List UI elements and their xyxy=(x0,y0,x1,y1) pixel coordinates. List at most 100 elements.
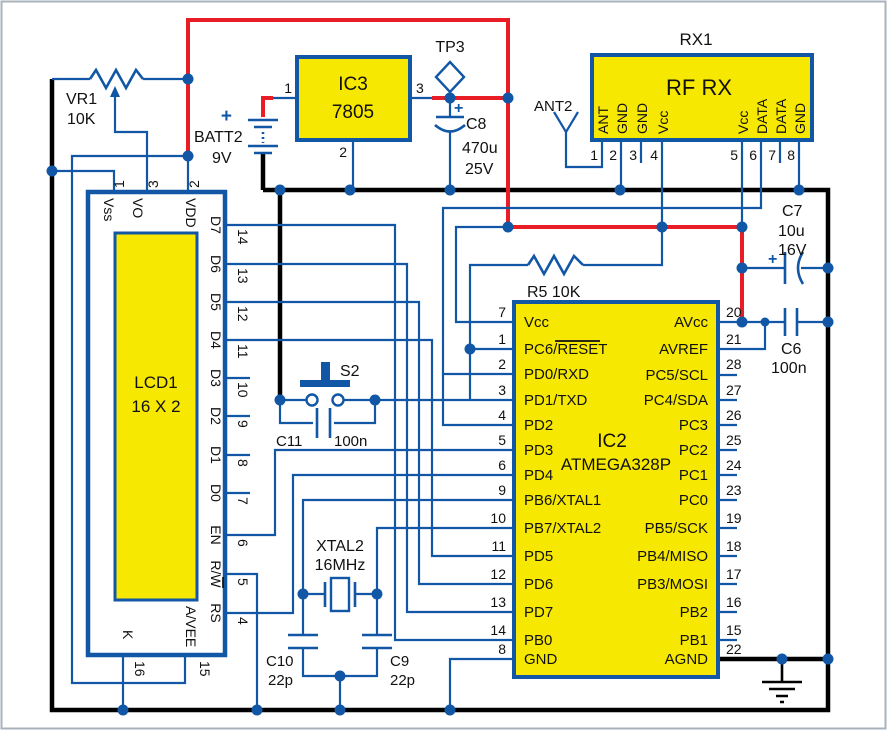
junction-dot xyxy=(822,262,834,274)
rx1-pin-num: 4 xyxy=(650,147,658,163)
ic2-pin-num: 24 xyxy=(726,457,742,473)
ic2-pin-num: 5 xyxy=(498,432,506,448)
junction-dot xyxy=(274,184,286,196)
junction-dot xyxy=(736,221,748,233)
junction-dot xyxy=(334,704,346,716)
wire-rx1-stubs xyxy=(619,140,801,227)
lcd-pin-num: 7 xyxy=(235,497,251,505)
wire-avee-5v xyxy=(70,154,188,685)
ic2-pin-label: PB6/XTAL1 xyxy=(524,492,601,509)
ground-symbol xyxy=(762,659,802,704)
lcd-pin-num: 4 xyxy=(235,617,251,625)
ic3-pin3: 3 xyxy=(416,80,424,96)
wire-battery-pos xyxy=(261,96,273,117)
ic2-pin-num: 16 xyxy=(726,594,742,610)
ic2-pin-label: PD7 xyxy=(524,604,553,621)
c7-value: 10u xyxy=(778,223,805,240)
wire-en-pd3 xyxy=(225,448,514,537)
junction-dot xyxy=(251,704,263,716)
c9-ref: C9 xyxy=(390,653,409,670)
vr1-wiper-arrow xyxy=(110,86,120,97)
lcd-pin-label: D2 xyxy=(208,407,224,425)
ic2-pin-label: PC6/RESET xyxy=(524,341,607,358)
crystal-body xyxy=(329,576,351,613)
ic2-pin-label: AVcc xyxy=(674,314,708,331)
r5-body xyxy=(526,253,584,277)
ic2-pin-num: 22 xyxy=(726,641,742,657)
rx1-pin-label: DATA xyxy=(754,98,770,134)
ic2-pin-num: 9 xyxy=(498,482,506,498)
c11-capacitor: C11 100n xyxy=(276,408,367,450)
c10-ref: C10 xyxy=(266,653,294,670)
ic2-right-pin-labels: AVcc AVREF PC5/SCL PC4/SDA PC3 PC2 PC1 P… xyxy=(637,314,708,668)
wire-ground-loop xyxy=(49,79,831,713)
lcd-pin-label: VDD xyxy=(183,198,199,228)
junction-dot xyxy=(822,653,834,665)
c7-voltage: 16V xyxy=(778,242,807,259)
s2-contact-left xyxy=(305,393,319,407)
rx1-pin-numbers: 1 2 3 4 5 6 7 8 xyxy=(590,147,795,163)
lcd-pin-label: A/VEE xyxy=(183,606,199,647)
rx1-pin-num: 1 xyxy=(590,147,598,163)
lcd-pin-num: 14 xyxy=(235,229,251,245)
c11-value: 100n xyxy=(334,433,367,450)
s2-bar xyxy=(300,380,350,387)
lcd-pin-num: 10 xyxy=(235,382,251,398)
lcd-pin-num: 8 xyxy=(235,459,251,467)
ant2-label: ANT2 xyxy=(534,98,572,115)
wire-ant xyxy=(564,140,604,169)
ic2-pin-label: PD3 xyxy=(524,442,553,459)
lcd1-ref: LCD1 xyxy=(134,373,177,392)
ic2-pin-label: PC1 xyxy=(679,467,708,484)
rx1-ref: RX1 xyxy=(679,30,712,49)
tp3-testpoint: TP3 xyxy=(434,39,466,94)
wire-d4-pd5 xyxy=(225,338,514,558)
rx1-pin-label: Vcc xyxy=(655,111,671,134)
wire-c11-loop xyxy=(278,400,377,425)
lcd-pin-num: 2 xyxy=(186,180,202,188)
junction-dot xyxy=(334,670,346,682)
lcd-pin-num: 12 xyxy=(235,306,251,322)
ic2-pin-num: 23 xyxy=(726,482,742,498)
wire-rw-ground xyxy=(225,572,259,710)
c8-ref: C8 xyxy=(466,116,487,133)
junction-dot xyxy=(776,653,788,665)
lcd-pin-label: EN xyxy=(208,525,224,544)
ic2-pin-label: PD6 xyxy=(524,576,553,593)
ic2-pin-num: 28 xyxy=(726,356,742,372)
junction-dot xyxy=(117,704,129,716)
ic2-value: ATMEGA328P xyxy=(561,455,671,474)
ic2-pin-num: 4 xyxy=(498,407,506,423)
c6-ref: C6 xyxy=(781,341,802,358)
junction-dot xyxy=(182,73,194,85)
wire-lcd-nc-stubs xyxy=(225,376,250,495)
c8-voltage: 25V xyxy=(465,161,494,178)
ic2-pin-label: PC4/SDA xyxy=(644,392,708,409)
ic2-pin-label: AGND xyxy=(665,651,709,668)
svg-text:R/W: R/W xyxy=(208,560,224,588)
ic2-pin-num: 2 xyxy=(498,356,506,372)
ic2-pin-label: PC2 xyxy=(679,442,708,459)
lcd-pin-label: D4 xyxy=(208,331,224,349)
c10-value: 22p xyxy=(268,672,293,689)
lcd-pin-num: 5 xyxy=(235,578,251,586)
crystal-plates xyxy=(323,582,357,607)
ic2-pin-num: 15 xyxy=(726,622,742,638)
ic2-left-pin-labels: Vcc PC6/RESET PD0/RXD PD1/TXD PD2 PD3 PD… xyxy=(524,314,607,668)
wire-d6-pd7 xyxy=(225,262,514,614)
ic2-pin-label: PB2 xyxy=(680,604,708,621)
c9-capacitor: C9 22p xyxy=(362,633,415,689)
ic2-pin-num: 21 xyxy=(726,331,742,347)
ic2-ref: IC2 xyxy=(597,431,627,452)
junction-dot xyxy=(502,221,514,233)
rx1-pin-num: 8 xyxy=(787,147,795,163)
ic2-pin-label: PC5/SCL xyxy=(645,367,708,384)
lcd-pin-num: 11 xyxy=(235,344,251,359)
c8-plate-curved xyxy=(434,123,466,133)
lcd-pin-label-rw: R/W xyxy=(208,560,224,588)
junction-dot xyxy=(46,165,58,177)
junction-dot xyxy=(369,394,381,406)
ic3-pin2: 2 xyxy=(339,144,347,160)
c9-plates xyxy=(362,633,392,650)
wire-rx-data xyxy=(441,140,763,427)
